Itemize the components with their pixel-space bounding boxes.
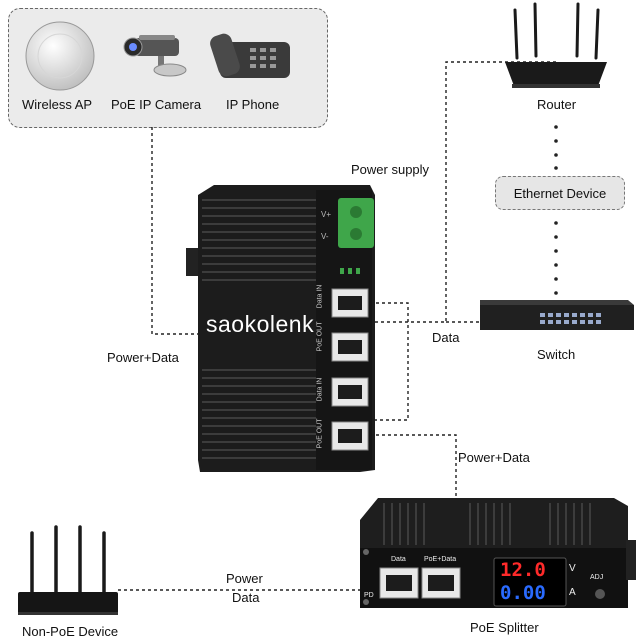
router-label: Router	[537, 97, 577, 112]
power-data-left-label: Power+Data	[107, 350, 179, 365]
non-poe-data-label: Data	[232, 590, 260, 605]
non-poe-device-label: Non-PoE Device	[22, 624, 119, 639]
unit-a-label: A	[569, 587, 576, 598]
splitter-adj-label: ADJ	[590, 574, 604, 581]
brand-logo-text: saokolenk	[206, 311, 315, 337]
current-display: 0.00	[500, 582, 546, 604]
poe-splitter-label: PoE Splitter	[470, 620, 539, 635]
ethernet-device-box: Ethernet Device	[495, 176, 625, 210]
switch-label: Switch	[537, 347, 576, 362]
splitter-port-data-label: Data	[391, 556, 406, 563]
power-supply-label: Power supply	[351, 162, 430, 177]
voltage-display: 12.0	[500, 559, 546, 581]
power-data-right-label: Power+Data	[458, 450, 530, 465]
poe-camera-label: PoE IP Camera	[111, 97, 202, 112]
wireless-ap-label: Wireless AP	[22, 97, 93, 112]
splitter-pd-label: PD	[364, 592, 374, 599]
terminal-v-plus: V+	[321, 210, 332, 219]
ethernet-device-label: Ethernet Device	[513, 185, 607, 201]
ip-phone-label: IP Phone	[226, 97, 280, 112]
non-poe-power-label: Power	[226, 571, 263, 586]
splitter-port-poe-data-label: PoE+Data	[424, 556, 457, 563]
unit-v-label: V	[569, 563, 576, 574]
data-link-label: Data	[432, 330, 460, 345]
terminal-v-minus: V-	[321, 232, 329, 241]
